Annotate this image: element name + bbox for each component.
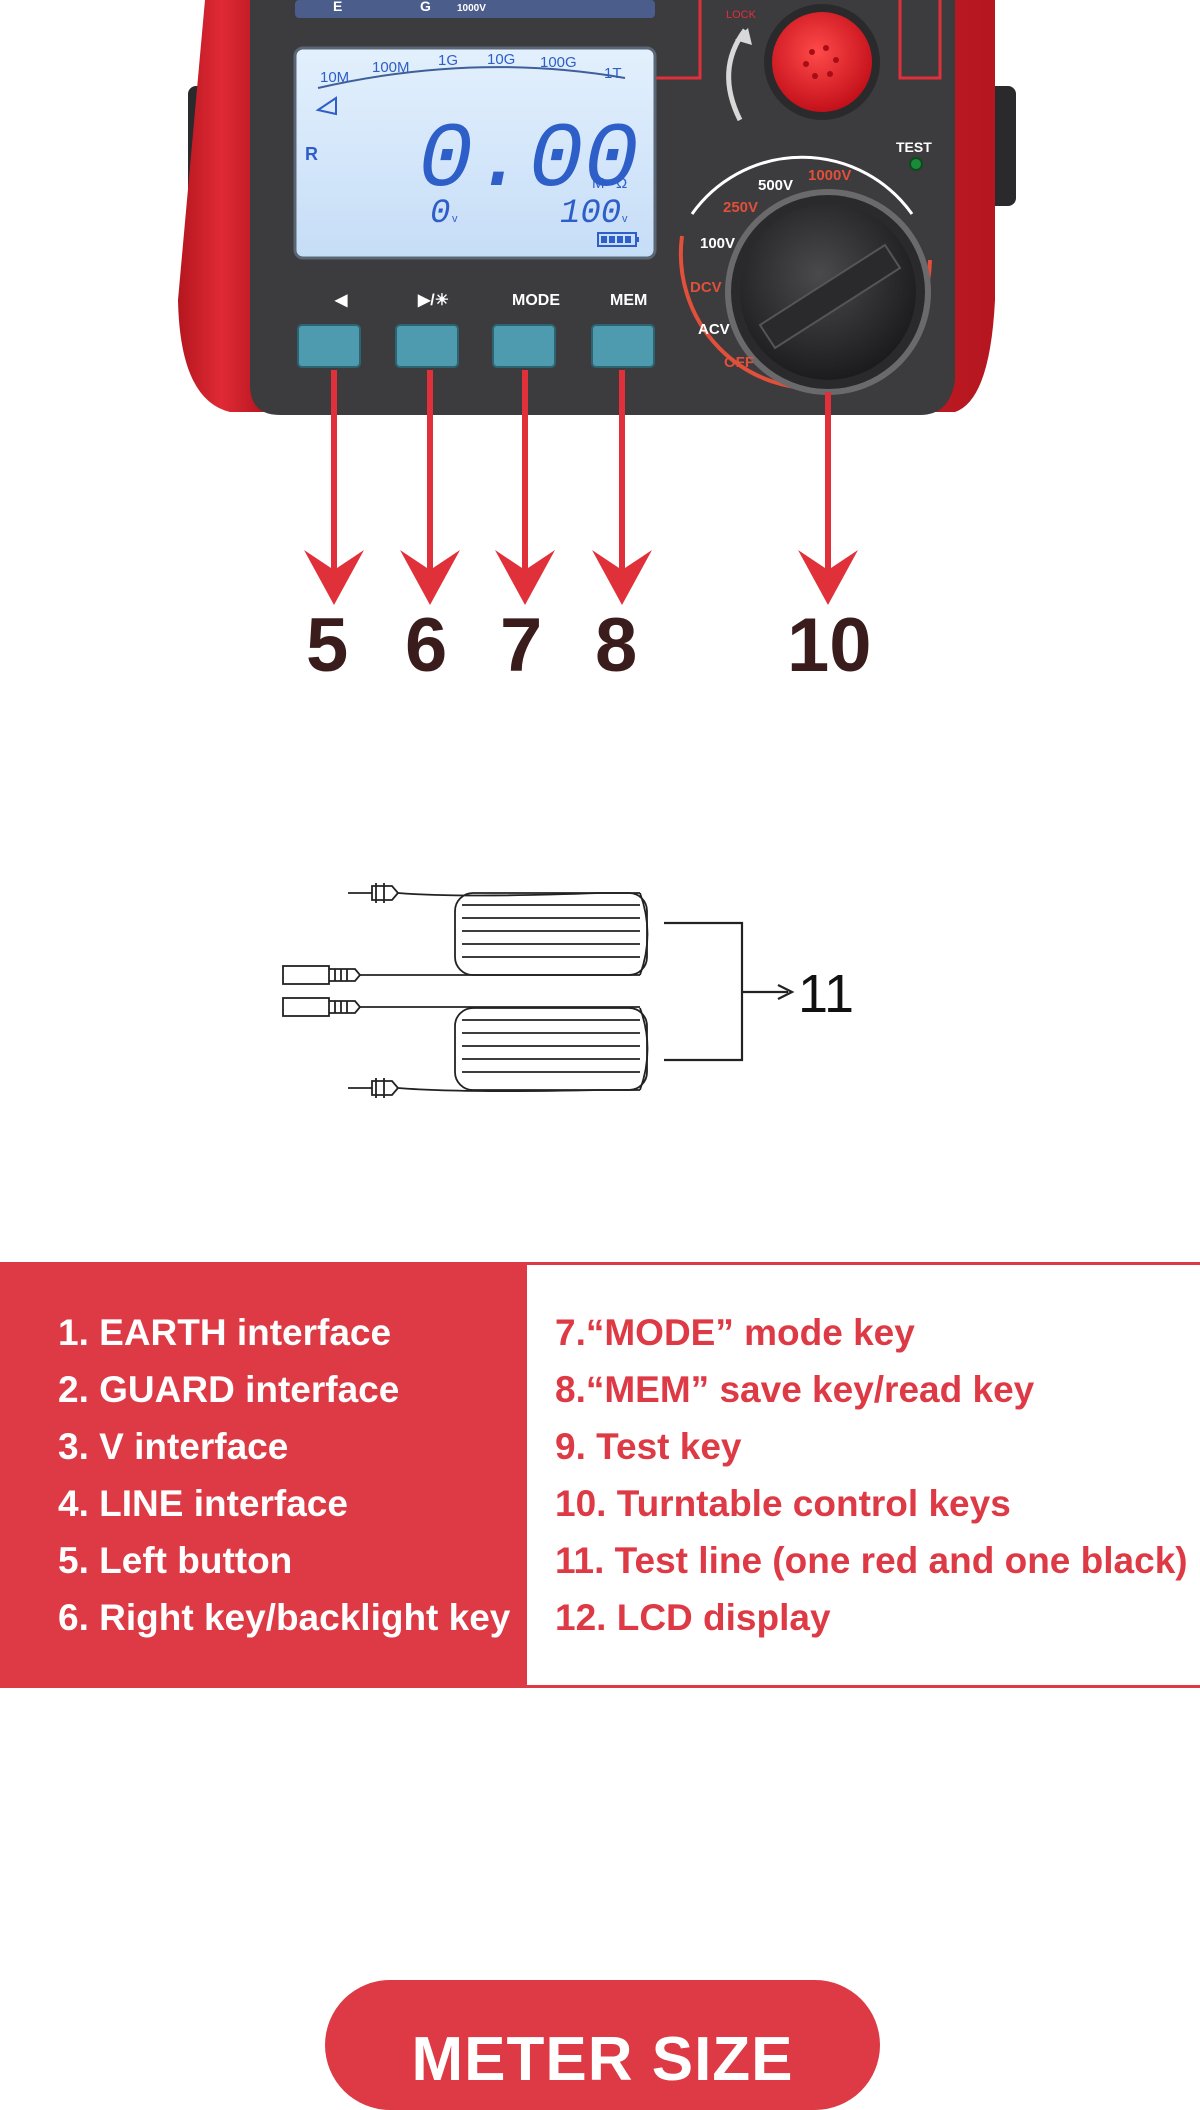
- lcd-right-small: 100: [560, 195, 621, 233]
- terminal-label-g: G: [420, 0, 431, 14]
- button-label-right: ▶/☀: [417, 292, 449, 309]
- callout-number: 7: [500, 603, 543, 688]
- terminal-label-e: E: [333, 0, 342, 14]
- right-backlight-button[interactable]: [395, 324, 459, 368]
- legend-item: 5. Left button: [58, 1540, 293, 1581]
- scale-label: 100M: [372, 59, 410, 76]
- legend-item: 4. LINE interface: [58, 1483, 348, 1524]
- lcd-main-reading: 0.00: [418, 108, 639, 213]
- lcd-r-indicator: R: [305, 144, 318, 164]
- lcd-unit-m: M: [592, 175, 605, 192]
- button-label-left: ◀: [334, 292, 348, 309]
- callout-number: 8: [595, 603, 638, 688]
- legend-item: 9. Test key: [555, 1426, 742, 1467]
- callout-arrows: [304, 370, 858, 605]
- warning-triangle-icon: [315, 96, 337, 116]
- button-label-mode: MODE: [512, 292, 560, 309]
- lcd-unit-ohm: Ω: [616, 175, 627, 192]
- scale-label: 10G: [487, 51, 515, 68]
- cable-callout-number: 11: [798, 964, 854, 1024]
- component-legend: 1. EARTH interface 2. GUARD interface 3.…: [0, 1262, 1200, 1688]
- legend-left-column: 1. EARTH interface 2. GUARD interface 3.…: [0, 1262, 527, 1688]
- callout-number: 10: [787, 603, 872, 688]
- legend-item: 11. Test line (one red and one black): [555, 1540, 1188, 1581]
- legend-item: 2. GUARD interface: [58, 1369, 400, 1410]
- dial-label-250v: 250V: [723, 199, 758, 216]
- mem-button[interactable]: [591, 324, 655, 368]
- meter-size-badge: METER SIZE: [325, 1980, 880, 2110]
- dial-label-100v: 100V: [700, 235, 735, 252]
- scale-label: 100G: [540, 54, 577, 71]
- mode-button[interactable]: [492, 324, 556, 368]
- lcd-display: [293, 46, 657, 260]
- legend-item: 1. EARTH interface: [58, 1312, 392, 1353]
- scale-label: 1G: [438, 52, 458, 69]
- callout-number: 6: [405, 603, 448, 688]
- lcd-left-unit: v: [452, 213, 458, 225]
- dial-label-500v: 500V: [758, 177, 793, 194]
- lcd-right-unit: v: [622, 213, 628, 225]
- legend-item: 7.“MODE” mode key: [555, 1312, 915, 1353]
- legend-item: 8.“MEM” save key/read key: [555, 1369, 1035, 1410]
- legend-right-column: 7.“MODE” mode key 8.“MEM” save key/read …: [527, 1262, 1200, 1688]
- legend-item: 6. Right key/backlight key: [58, 1597, 511, 1638]
- dial-label-acv: ACV: [698, 321, 730, 338]
- scale-label: 1T: [604, 65, 622, 82]
- test-label: TEST: [896, 139, 932, 155]
- legend-item: 10. Turntable control keys: [555, 1483, 1011, 1524]
- dial-label-dcv: DCV: [690, 279, 722, 296]
- battery-icon: [597, 232, 639, 247]
- test-lead-diagram: 11: [282, 883, 854, 1098]
- dial-label-off: OFF: [724, 354, 754, 371]
- legend-item: 12. LCD display: [555, 1597, 831, 1638]
- callout-number: 5: [306, 603, 349, 688]
- dial-label-1000v: 1000V: [808, 167, 851, 184]
- terminal-label-v: 1000V: [457, 3, 486, 14]
- scale-label: 10M: [320, 69, 349, 86]
- test-led: [909, 157, 923, 171]
- lcd-left-small: 0: [430, 195, 450, 233]
- button-label-mem: MEM: [610, 292, 647, 309]
- lock-label: LOCK: [726, 9, 757, 21]
- meter-device: E G 1000V 10M 100M 1G 10G 100G 1T R 0.00…: [178, 0, 1016, 605]
- meter-size-title: METER SIZE: [411, 2025, 794, 2094]
- left-button[interactable]: [297, 324, 361, 368]
- legend-item: 3. V interface: [58, 1426, 289, 1467]
